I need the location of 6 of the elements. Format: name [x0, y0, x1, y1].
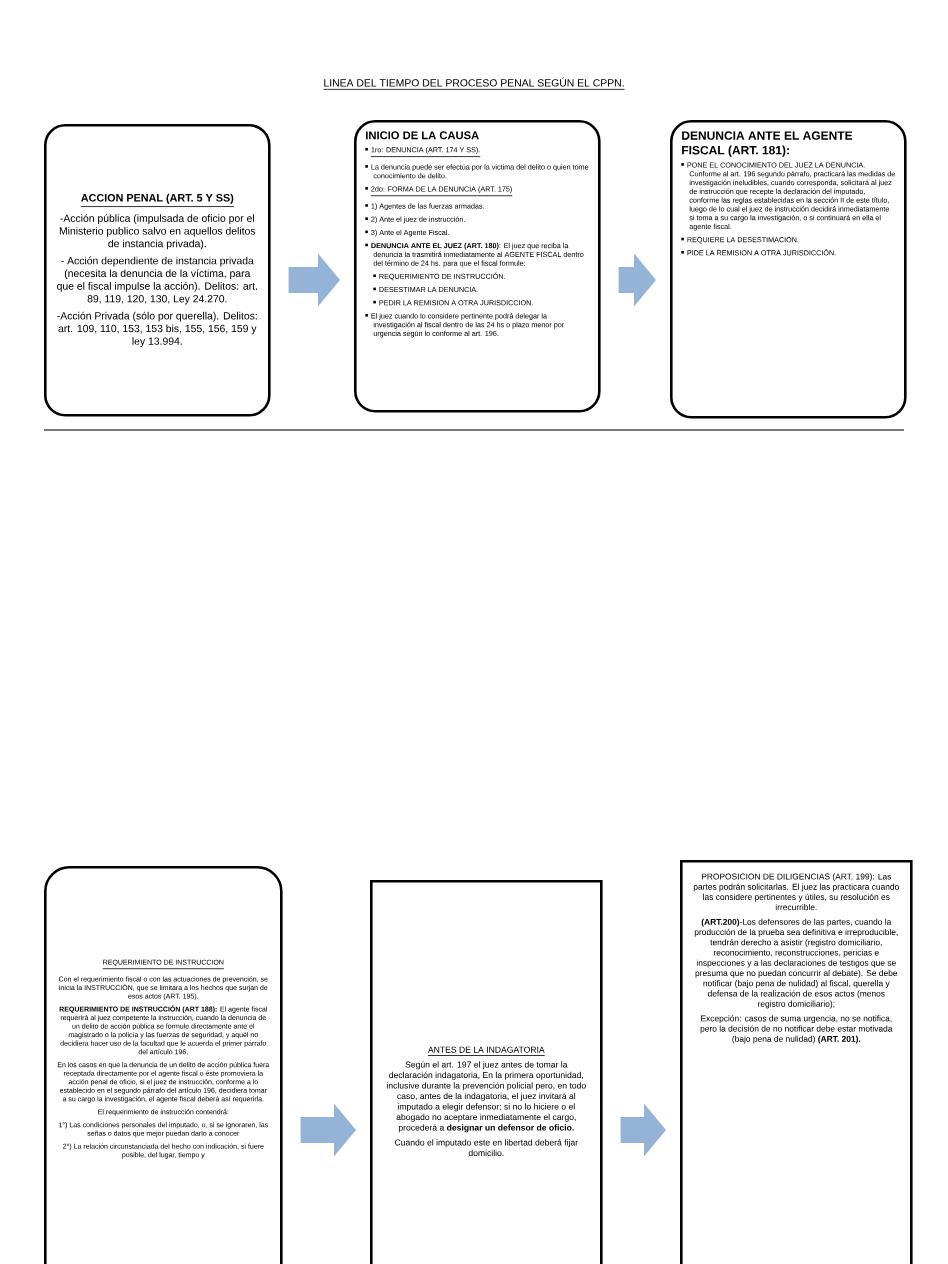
process-box [354, 120, 601, 413]
process-box [670, 120, 907, 419]
process-box [680, 860, 913, 1264]
process-box [44, 866, 283, 1264]
process-box [370, 880, 603, 1264]
process-box [44, 124, 271, 417]
